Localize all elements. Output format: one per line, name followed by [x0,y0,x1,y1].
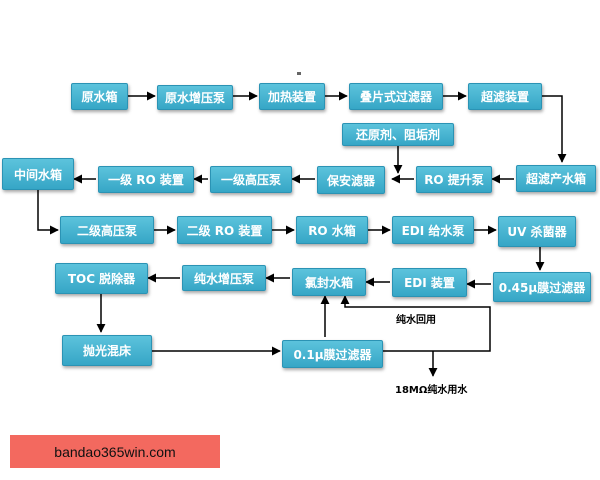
node-pure-water-booster-pump: 纯水增压泵 [182,265,266,291]
node-stage1-high-pressure-pump: 一级高压泵 [210,166,292,193]
arrow-n5-n7 [542,95,567,163]
node-edi-feed-pump: EDI 给水泵 [392,216,474,244]
speck-mark [297,72,301,75]
label-18mohm-pure-water-use: 18MΩ纯水用水 [395,385,468,396]
node-stage2-ro-unit: 二级 RO 装置 [177,216,272,244]
node-intermediate-tank: 中间水箱 [2,158,74,190]
node-raw-water-tank: 原水箱 [71,83,128,110]
node-ro-water-tank: RO 水箱 [296,216,368,244]
node-chlorine-seal-tank: 氯封水箱 [292,268,366,296]
node-ultrafiltration-unit: 超滤装置 [468,83,542,110]
node-polishing-mixed-bed: 抛光混床 [62,335,152,366]
arrow-n12-n13 [37,190,59,235]
label-pure-water-reuse: 纯水回用 [396,315,436,326]
node-ro-lift-pump: RO 提升泵 [416,166,492,193]
node-reductant-antiscalant: 还原剂、阻垢剂 [342,123,454,146]
node-raw-water-booster-pump: 原水增压泵 [157,85,233,110]
arrow-return-loop [340,295,491,352]
node-toc-remover: TOC 脱除器 [55,263,148,294]
node-uv-sterilizer: UV 杀菌器 [498,216,576,247]
node-disc-filter: 叠片式过滤器 [349,83,443,110]
node-045-membrane-filter: 0.45μ膜过滤器 [493,272,591,302]
watermark-banner: bandao365win.com [10,435,220,468]
node-stage1-ro-unit: 一级 RO 装置 [98,166,194,193]
node-uf-product-tank: 超滤产水箱 [516,165,596,192]
node-security-filter: 保安滤器 [317,166,385,194]
node-heating-unit: 加热装置 [259,83,325,110]
node-edi-unit: EDI 装置 [392,268,467,297]
node-stage2-high-pressure-pump: 二级高压泵 [60,216,154,244]
node-01-membrane-filter: 0.1μ膜过滤器 [282,340,383,368]
